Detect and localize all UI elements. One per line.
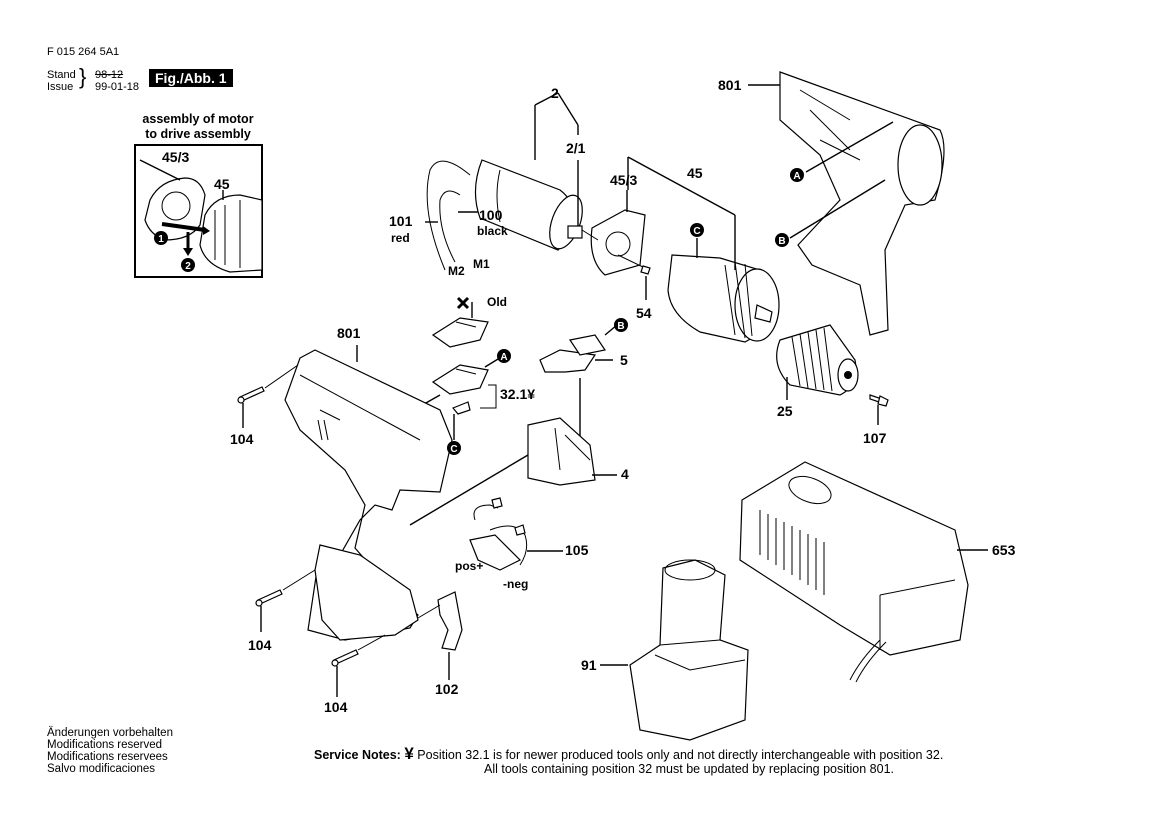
inset-label-45-3: 45/3 <box>162 149 190 165</box>
clip-part-102-drawing <box>417 591 463 680</box>
callout-653: 653 <box>992 542 1016 558</box>
housing-part-801-right-drawing <box>748 71 945 336</box>
callout-32-old: Old <box>487 295 507 309</box>
slider-part-5-drawing <box>539 324 618 440</box>
callout-m1: M1 <box>473 257 490 271</box>
callout-102: 102 <box>435 681 459 697</box>
callout-m2: M2 <box>448 264 465 278</box>
header-brace: } <box>79 64 87 89</box>
plate-part-45-3-drawing <box>581 190 651 300</box>
callout-101-note: red <box>391 231 410 245</box>
callout-101: 101 <box>389 213 413 229</box>
svg-text:B: B <box>778 236 785 247</box>
marker-a-top: A <box>790 168 804 182</box>
disclaimer-line-de: Änderungen vorbehalten <box>47 727 173 739</box>
callout-2-1: 2/1 <box>566 140 586 156</box>
figure-label: Fig./Abb. 1 <box>149 69 233 87</box>
marker-a-switch: A <box>497 349 511 363</box>
callout-104-middle: 104 <box>248 637 272 653</box>
callout-801-top: 801 <box>718 77 742 93</box>
callout-5: 5 <box>620 352 628 368</box>
service-notes-text-2: All tools containing position 32 must be… <box>484 762 894 776</box>
disclaimer-line-es: Salvo modificaciones <box>47 763 156 775</box>
callout-32-1-symbol: ¥ <box>527 386 536 402</box>
callout-4: 4 <box>621 466 629 482</box>
marker-b-slider: B <box>614 318 628 332</box>
service-notes-label: Service Notes: <box>314 748 401 762</box>
callout-2: 2 <box>551 85 559 101</box>
terminal-part-105-drawing <box>469 497 563 571</box>
callout-104-bottom: 104 <box>324 699 348 715</box>
callout-100-note: black <box>477 224 508 238</box>
switch-cover-parts-drawing <box>409 296 504 440</box>
inset-title: assembly of motor to drive assembly <box>118 112 278 142</box>
drill-housing-part-801-left-drawing <box>284 345 453 641</box>
document-number: F 015 264 5A1 <box>47 46 120 58</box>
issue-value: 99-01-18 <box>95 81 140 93</box>
callout-104-top: 104 <box>230 431 254 447</box>
callout-54: 54 <box>636 305 652 321</box>
screws-part-104-drawing <box>237 364 386 697</box>
service-notes-text-1: Position 32.1 is for newer produced tool… <box>417 748 944 762</box>
screw-part-107-drawing <box>869 394 889 425</box>
callout-100: 100 <box>479 207 503 223</box>
svg-text:A: A <box>793 171 800 182</box>
inset-title-line-1: assembly of motor <box>142 112 254 126</box>
marker-c-switch: C <box>447 441 461 455</box>
gearbox-part-45-drawing <box>627 156 780 343</box>
svg-text:C: C <box>450 444 457 455</box>
callout-32-1-number: 32.1 <box>500 386 528 402</box>
svg-text:2: 2 <box>185 261 191 272</box>
callout-25: 25 <box>777 403 793 419</box>
inset-step-2-marker: 2 <box>181 258 195 272</box>
inset-title-line-2: to drive assembly <box>145 127 251 141</box>
chuck-part-25-drawing <box>776 324 859 400</box>
callout-45: 45 <box>687 165 703 181</box>
callout-pos: pos+ <box>455 559 484 573</box>
svg-text:A: A <box>500 352 507 363</box>
inset-label-45: 45 <box>214 176 230 192</box>
issue-label: Issue <box>47 81 74 93</box>
service-notes-line-1: Service Notes: ¥ Position 32.1 is for ne… <box>314 744 944 763</box>
switch-part-4-drawing <box>409 417 617 526</box>
battery-part-91-drawing <box>600 559 749 741</box>
callout-801-left: 801 <box>337 325 361 341</box>
marker-b-top: B <box>775 233 789 247</box>
stand-value: 98-12 <box>95 69 124 81</box>
charger-part-653-drawing <box>739 461 988 683</box>
service-notes-symbol: ¥ <box>404 744 414 763</box>
callout-107: 107 <box>863 430 887 446</box>
disclaimer-line-en: Modifications reserved <box>47 739 163 751</box>
svg-text:1: 1 <box>158 234 164 245</box>
callout-32-1: 32.1¥ <box>500 387 535 402</box>
svg-text:B: B <box>617 321 624 332</box>
inset-step-1-marker: 1 <box>154 231 168 245</box>
callout-45-3: 45/3 <box>610 172 638 188</box>
callout-91: 91 <box>581 657 597 673</box>
callout-neg: -neg <box>503 577 529 591</box>
marker-c-gearbox: C <box>690 223 704 237</box>
disclaimer-block: Änderungen vorbehalten Modifications res… <box>47 727 173 775</box>
svg-text:C: C <box>693 226 700 237</box>
callout-105: 105 <box>565 542 589 558</box>
stand-label: Stand <box>47 69 76 81</box>
inset-motor-assembly-drawing <box>134 144 263 278</box>
disclaimer-line-fr: Modifications reservees <box>47 751 168 763</box>
motor-part-2-drawing <box>425 92 583 271</box>
